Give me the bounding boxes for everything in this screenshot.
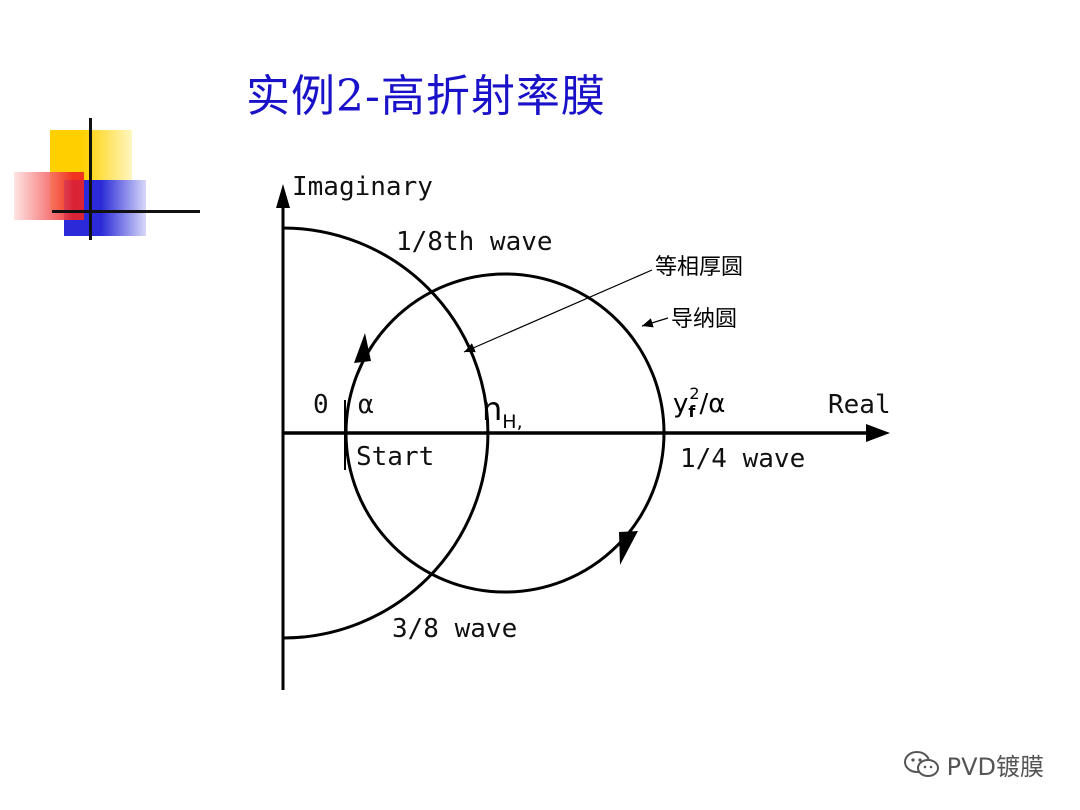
real-axis-label: Real bbox=[828, 390, 891, 420]
equal-phase-leader bbox=[463, 269, 653, 353]
three-eighth-wave-label: 3/8 wave bbox=[392, 614, 517, 644]
nh-main: n bbox=[482, 390, 502, 428]
nh-label: nH, bbox=[482, 390, 523, 433]
watermark: PVD镀膜 bbox=[903, 747, 1044, 782]
slide-title: 实例2-高折射率膜 bbox=[246, 71, 606, 122]
equal-phase-circle-callout: 等相厚圆 bbox=[655, 255, 743, 280]
imaginary-axis-label: Imaginary bbox=[292, 172, 433, 202]
downward-direction-arrow bbox=[619, 531, 638, 565]
imaginary-axis-arrowhead bbox=[276, 184, 290, 208]
yf-superscript: 2 bbox=[689, 384, 699, 403]
admittance-circle-callout: 导纳圆 bbox=[671, 307, 737, 332]
upward-direction-arrow bbox=[354, 333, 371, 363]
yf-subscript: f bbox=[688, 402, 696, 421]
nh-subscript: H, bbox=[502, 411, 522, 433]
yf-main: y bbox=[673, 389, 688, 419]
watermark-text: PVD镀膜 bbox=[946, 753, 1044, 781]
chat-bubbles-icon bbox=[903, 750, 939, 777]
start-label: Start bbox=[356, 442, 434, 472]
deco-horizontal-line bbox=[52, 210, 200, 213]
quarter-wave-label: 1/4 wave bbox=[680, 444, 805, 474]
real-axis-arrowhead bbox=[866, 424, 890, 442]
yf-squared-over-alpha-label: yf2/α bbox=[673, 384, 725, 421]
deco-vertical-line bbox=[89, 118, 92, 240]
alpha-label: α bbox=[358, 390, 374, 420]
zero-label: 0 bbox=[313, 390, 329, 420]
equal-phase-circle-arc bbox=[282, 226, 490, 640]
eighth-wave-label: 1/8th wave bbox=[396, 227, 553, 257]
admittance-leader bbox=[641, 317, 669, 328]
yf-tail: /α bbox=[700, 389, 726, 419]
